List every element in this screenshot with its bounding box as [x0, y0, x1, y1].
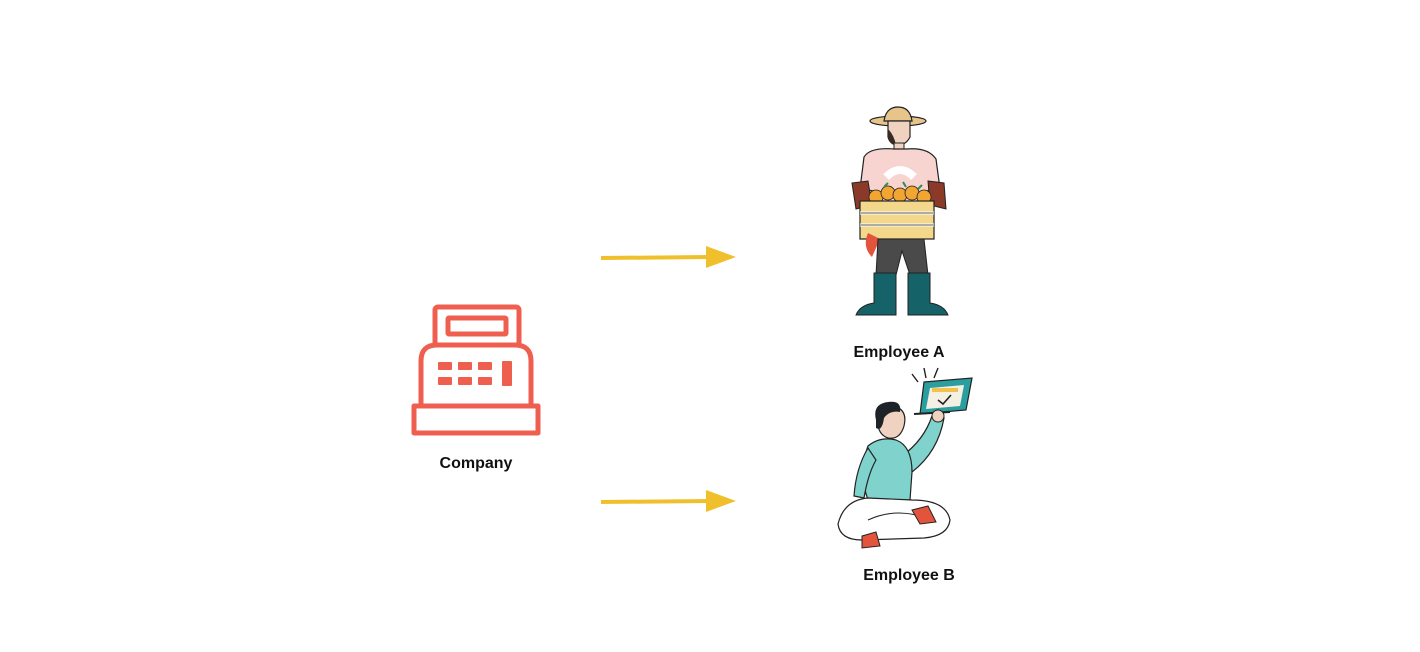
person-holding-laptop-icon [837, 367, 973, 549]
arrow-shaft [600, 255, 711, 260]
company-label: Company [439, 455, 513, 472]
arrow-company-to-employee-a [600, 246, 736, 268]
arrow-head [706, 246, 736, 268]
cash-register-icon [411, 304, 541, 436]
farmer-with-crate-icon [851, 106, 949, 316]
employee-b-label: Employee B [863, 567, 955, 584]
arrow-head [706, 490, 736, 512]
employee-a-label: Employee A [853, 344, 945, 361]
arrow-shaft [600, 499, 711, 504]
arrow-company-to-employee-b [600, 490, 736, 512]
